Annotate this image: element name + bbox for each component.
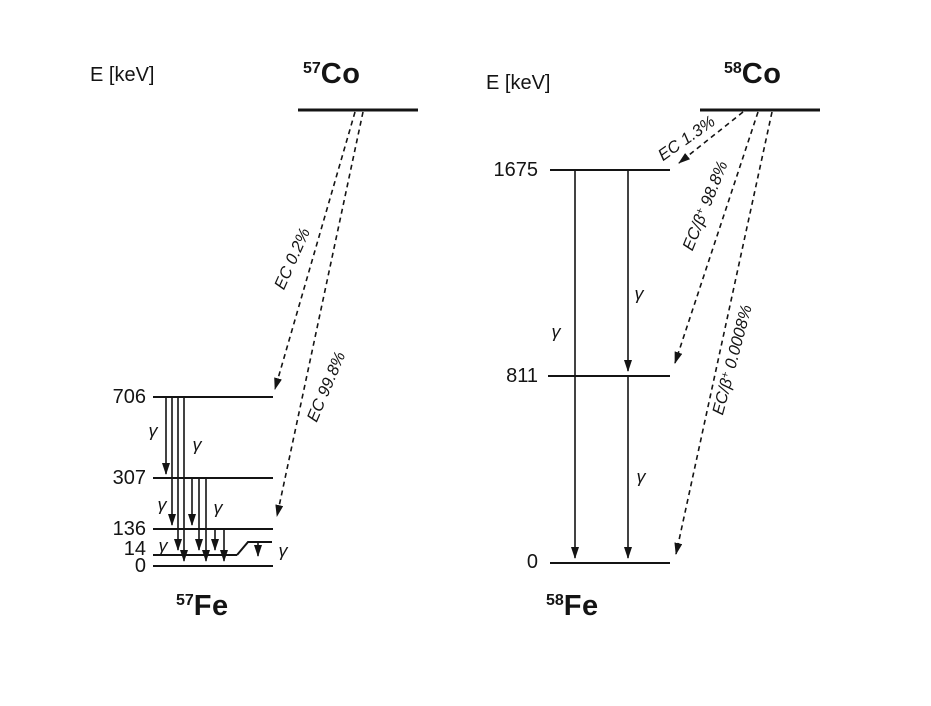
ec-branch-arrow-99.8 <box>275 111 364 517</box>
gamma-symbol: γ <box>213 497 223 518</box>
energy-value-706: 706 <box>112 386 146 408</box>
gamma-symbol: γ <box>158 535 168 556</box>
fe57-level-14-step <box>236 541 272 556</box>
ec-branch-arrow-98.8 <box>674 111 759 364</box>
mass-number: 58 <box>546 592 564 609</box>
gamma-symbol: γ <box>551 321 561 342</box>
energy-axis-label-right: E [keV] <box>486 72 551 94</box>
isotope-label-fe57: 57Fe <box>176 591 229 621</box>
energy-axis-label-left: E [keV] <box>90 64 155 86</box>
energy-value-0-right: 0 <box>526 551 538 573</box>
isotope-label-fe58: 58Fe <box>546 591 599 621</box>
ec-branch-arrow-1.3 <box>678 111 744 164</box>
energy-value-1675: 1675 <box>493 159 539 181</box>
energy-value-0-left: 0 <box>134 555 146 577</box>
gamma-symbol: γ <box>634 283 644 304</box>
gamma-symbol: γ <box>192 434 202 455</box>
energy-value-811: 811 <box>506 365 538 387</box>
ec-branch-arrow-0.0008 <box>674 111 773 555</box>
mass-number: 57 <box>303 60 321 77</box>
element-symbol: Fe <box>563 590 599 622</box>
ec-branch-arrow-0.2 <box>274 111 356 390</box>
element-symbol: Co <box>320 58 361 90</box>
gamma-symbol: γ <box>157 494 167 515</box>
mass-number: 58 <box>724 60 742 77</box>
energy-value-14: 14 <box>123 538 146 560</box>
gamma-symbol: γ <box>278 540 288 561</box>
mass-number: 57 <box>176 592 194 609</box>
gamma-symbol: γ <box>148 420 158 441</box>
element-symbol: Co <box>741 58 782 90</box>
isotope-label-co58: 58Co <box>724 59 781 89</box>
isotope-label-co57: 57Co <box>303 59 360 89</box>
gamma-symbol: γ <box>636 466 646 487</box>
element-symbol: Fe <box>193 590 229 622</box>
energy-value-307: 307 <box>112 467 146 489</box>
energy-value-136: 136 <box>112 518 146 540</box>
